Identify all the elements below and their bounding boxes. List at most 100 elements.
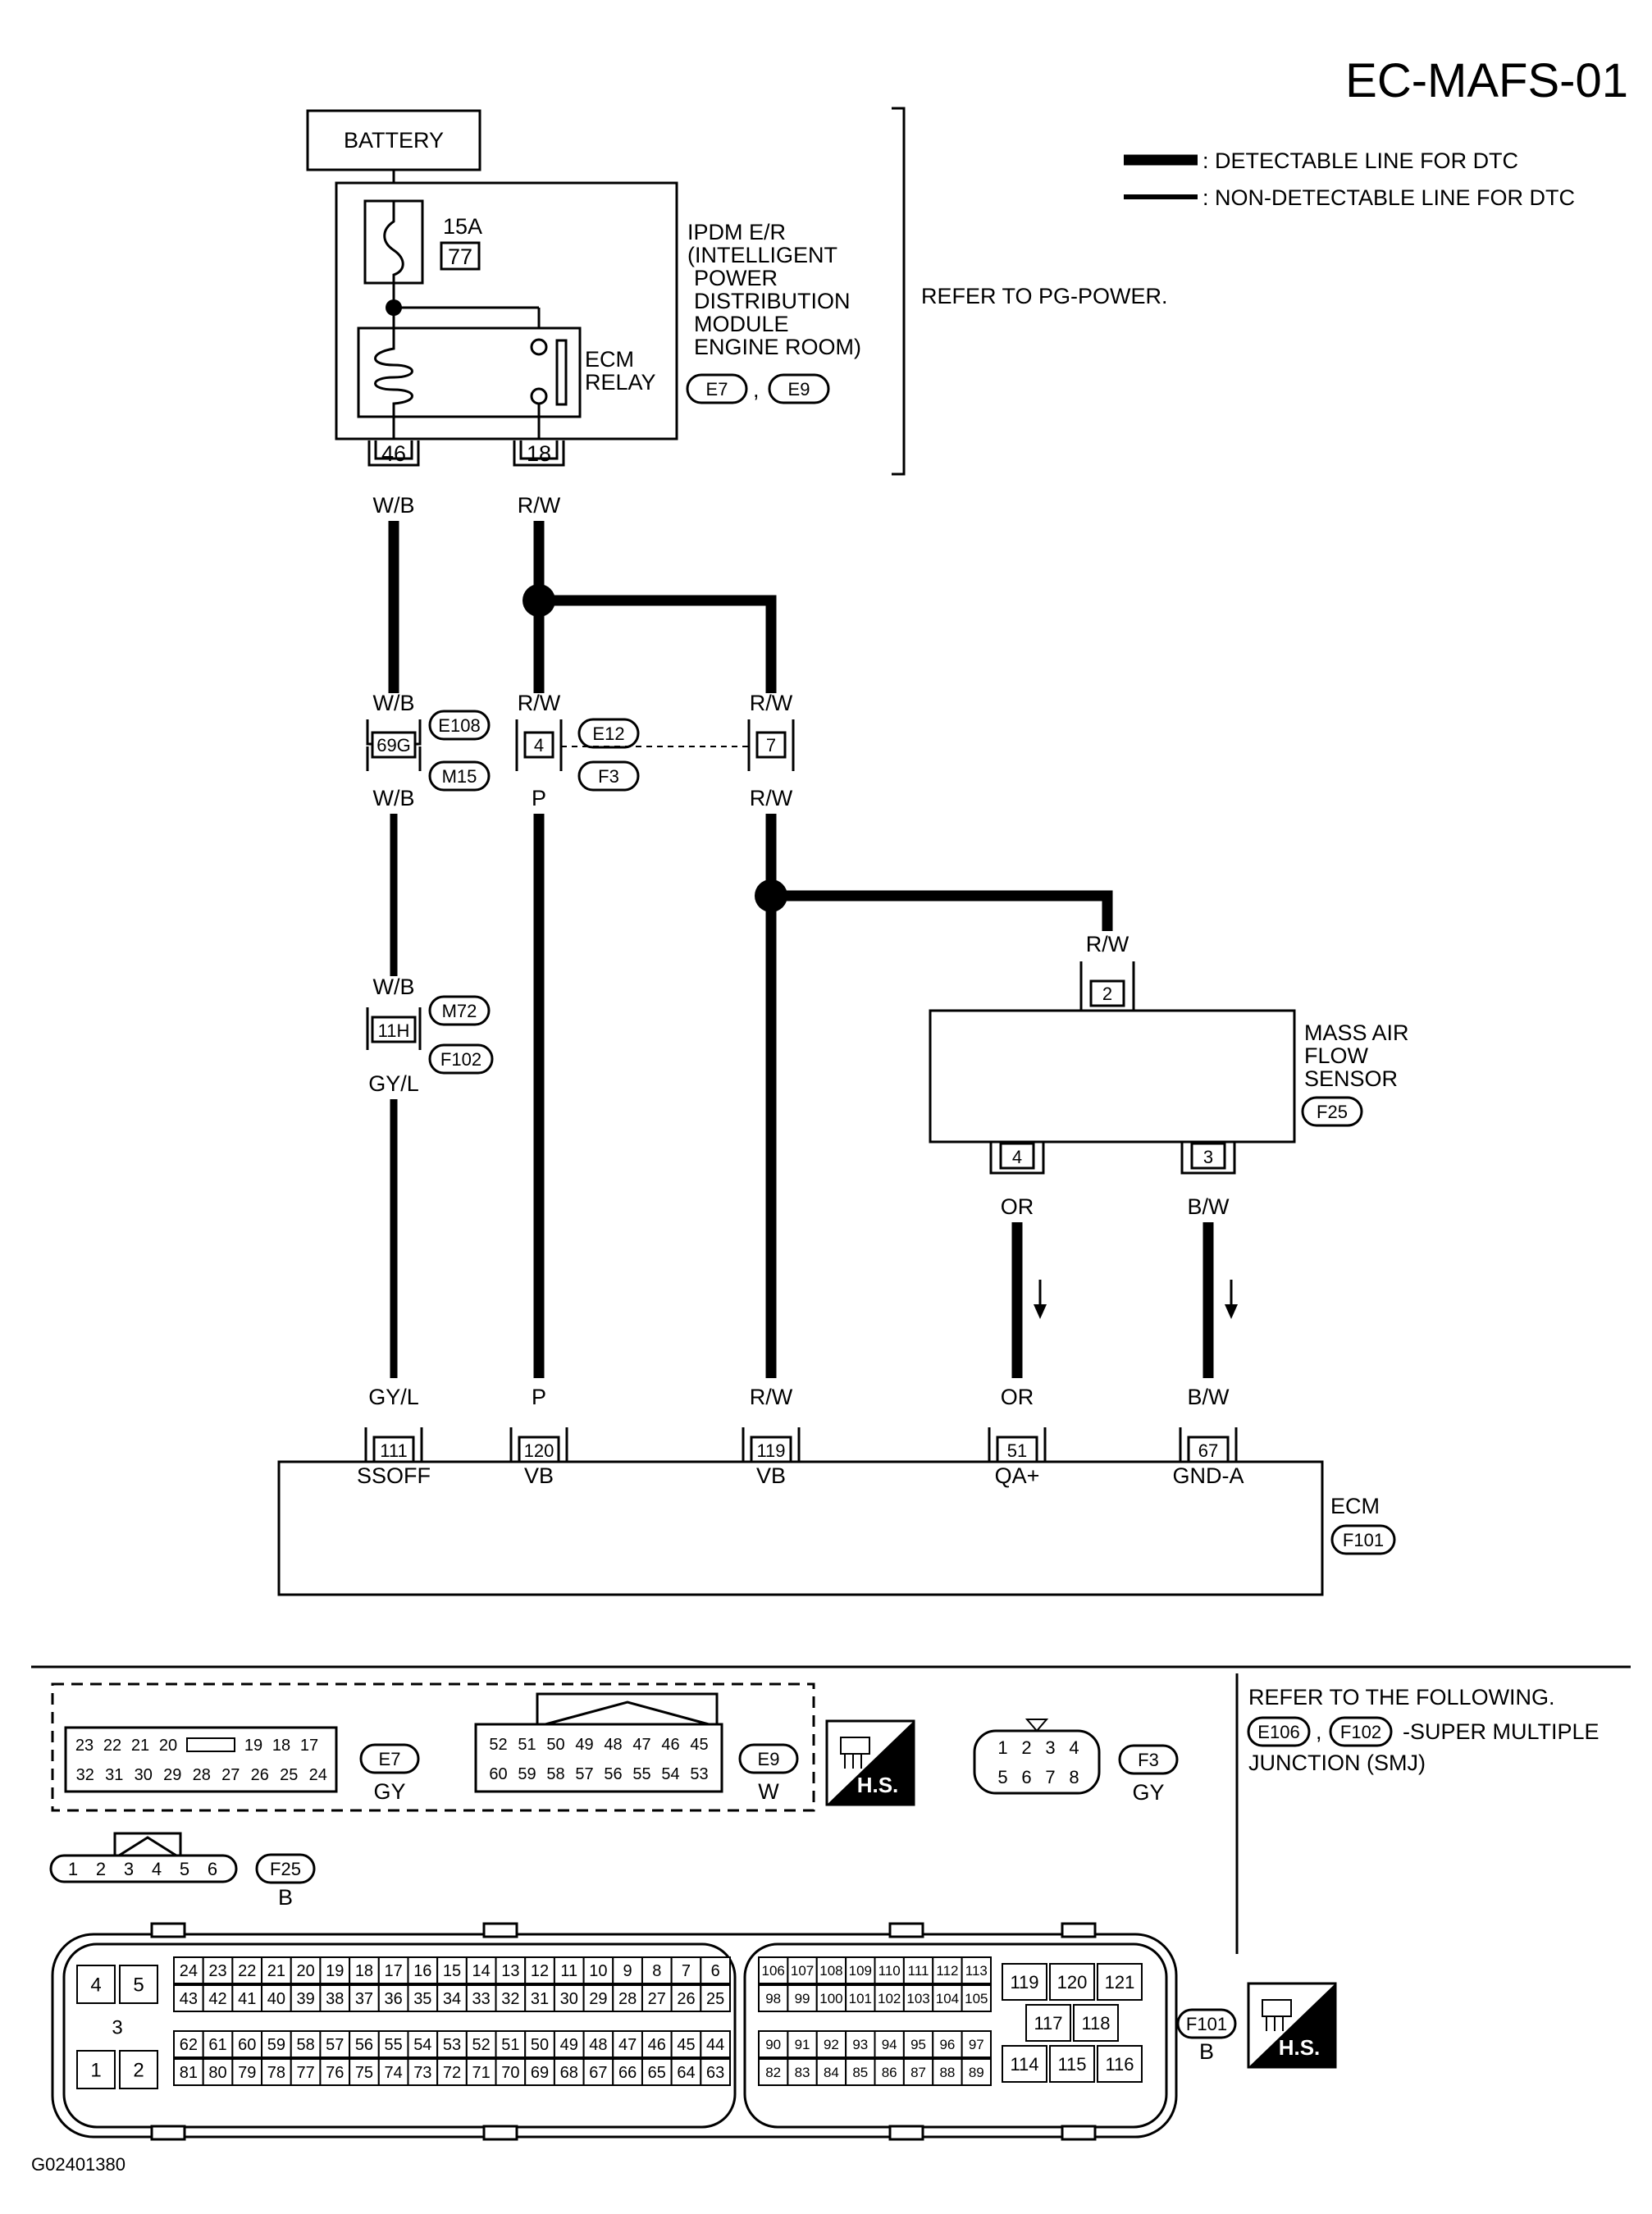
- f101-pin-104: 104: [936, 1991, 959, 2006]
- f101-pin-29: 29: [589, 1990, 607, 2008]
- f101-pin-81-cell: [173, 2058, 204, 2086]
- f101-pin-24: 24: [180, 1962, 198, 1980]
- f3-pin-4: 4: [1069, 1737, 1079, 1758]
- f101-pin-74: 74: [385, 2064, 403, 2082]
- f101-pin-96-cell: [932, 2030, 963, 2058]
- f101-pin-41: 41: [238, 1990, 256, 2008]
- f101-pin-38-cell: [319, 1984, 351, 2012]
- refer-conn-f102: F102: [1340, 1722, 1381, 1742]
- f101-pin-20: 20: [296, 1962, 314, 1980]
- f101-pin-50-cell: [524, 2030, 555, 2058]
- f101-pin-3: 3: [112, 2017, 122, 2039]
- f101-pin-64-cell: [670, 2058, 702, 2086]
- f101-pin-106: 106: [762, 1963, 785, 1979]
- e9-pin-49: 49: [575, 1736, 593, 1754]
- e7-pin-27: 27: [221, 1766, 240, 1784]
- wire-label-rw-4: R/W: [750, 786, 793, 810]
- f101-pin-56: 56: [355, 2036, 373, 2054]
- ipdm-conn-e9: E9: [788, 379, 810, 399]
- f101-pin-32: 32: [501, 1990, 519, 2008]
- f101-pin-114: 114: [1010, 2054, 1038, 2075]
- ipdm-label-3: POWER: [694, 266, 778, 290]
- f101-pin-98-cell: [758, 1984, 789, 2012]
- f101-pin-63-cell: [700, 2058, 732, 2086]
- f101-pin-38: 38: [326, 1990, 344, 2008]
- f101-pin-18: 18: [355, 1962, 373, 1980]
- f101-pin-69-cell: [524, 2058, 555, 2086]
- junction-69g: 69G: [376, 735, 411, 755]
- e7-pin-29: 29: [163, 1766, 181, 1784]
- f101-pin-19: 19: [326, 1962, 344, 1980]
- f101-pin-43: 43: [180, 1990, 198, 2008]
- wire-label-rw-1: R/W: [518, 493, 561, 518]
- e9-pin-59: 59: [518, 1765, 536, 1783]
- f101-pin-44: 44: [706, 2036, 724, 2054]
- maf-conn-f25: F25: [1317, 1102, 1348, 1122]
- f3-pin-3: 3: [1045, 1737, 1055, 1758]
- f101-pin-72: 72: [443, 2064, 461, 2082]
- wire-rw-branch-1: [539, 595, 777, 693]
- f101-pin-115: 115: [1057, 2054, 1086, 2075]
- f101-pin-95: 95: [910, 2037, 926, 2052]
- ipdm-conn-sep: ,: [753, 377, 760, 402]
- refer-smj-line1: REFER TO THE FOLLOWING.: [1248, 1685, 1555, 1710]
- f101-pin-50: 50: [531, 2036, 549, 2054]
- f101-pin-18-cell: [349, 1956, 380, 1984]
- f101-pin-67-cell: [582, 2058, 614, 2086]
- f101-pin-61-cell: [202, 2030, 234, 2058]
- f101-pin-65-cell: [641, 2058, 673, 2086]
- f101-pin-84: 84: [824, 2065, 839, 2080]
- f101-pin-27-cell: [641, 1984, 673, 2012]
- f101-pin-108: 108: [819, 1963, 842, 1979]
- e9-pin-60: 60: [489, 1765, 507, 1783]
- f101-pin-86: 86: [882, 2065, 897, 2080]
- conn-m72: M72: [442, 1001, 477, 1021]
- conn-e12: E12: [592, 724, 624, 744]
- wire-label-wb-4: W/B: [373, 975, 415, 999]
- junction-4: 4: [534, 735, 544, 755]
- f101-pin-28: 28: [618, 1990, 637, 2008]
- figure-code: G02401380: [31, 2154, 125, 2175]
- ecm-terminal-qa: QA+: [995, 1463, 1040, 1488]
- f101-color: B: [1199, 2039, 1214, 2064]
- relay-label-2: RELAY: [585, 370, 656, 395]
- e9-pin-56: 56: [604, 1765, 622, 1783]
- f101-pin-70: 70: [501, 2064, 519, 2082]
- f101-pin-99: 99: [795, 1991, 810, 2006]
- f101-pin-48-cell: [582, 2030, 614, 2058]
- f101-pin-66: 66: [618, 2064, 637, 2082]
- e9-pin-45: 45: [690, 1736, 708, 1754]
- f101-pin-57: 57: [326, 2036, 344, 2054]
- harness-side-icon: H.S.: [825, 1719, 915, 1806]
- e7-pin-20: 20: [159, 1737, 177, 1755]
- f101-pin-33: 33: [472, 1990, 491, 2008]
- f101-pin-40: 40: [267, 1990, 285, 2008]
- f101-pin-71-cell: [465, 2058, 497, 2086]
- f101-pin-83-cell: [787, 2058, 818, 2086]
- f101-latch-tab: [482, 1922, 518, 1938]
- f101-pin-17-cell: [377, 1956, 409, 1984]
- f101-pin-110: 110: [878, 1963, 901, 1979]
- f101-pin-67: 67: [589, 2064, 607, 2082]
- f101-pin-12: 12: [531, 1962, 549, 1980]
- f101-latch-tab: [482, 2125, 518, 2141]
- f25-pin-6: 6: [208, 1859, 217, 1879]
- f101-pin-25-cell: [700, 1984, 732, 2012]
- f101-pin-107: 107: [791, 1963, 814, 1979]
- f101-pin-59: 59: [267, 2036, 285, 2054]
- signal-arrow-or: [1034, 1304, 1047, 1319]
- refer-smj: REFER TO THE FOLLOWING. E106 , F102 -SUP…: [1247, 1685, 1600, 1775]
- wire-label-wb-1: W/B: [373, 493, 415, 518]
- f101-pin-97-cell: [961, 2030, 992, 2058]
- f101-pin-119-cell: [1002, 1963, 1047, 2001]
- hs-label: H.S.: [857, 1773, 899, 1797]
- relay-armature-icon: [555, 339, 568, 406]
- relay-contact-bottom: [530, 387, 548, 405]
- maf-sensor-box: [929, 1009, 1296, 1144]
- e7-pin-25: 25: [280, 1766, 298, 1784]
- ecm-conn-f101: F101: [1343, 1530, 1384, 1550]
- f101-pin-37: 37: [355, 1990, 373, 2008]
- refer-pg-power: REFER TO PG-POWER.: [921, 284, 1168, 308]
- ipdm-label-4: DISTRIBUTION: [694, 289, 851, 313]
